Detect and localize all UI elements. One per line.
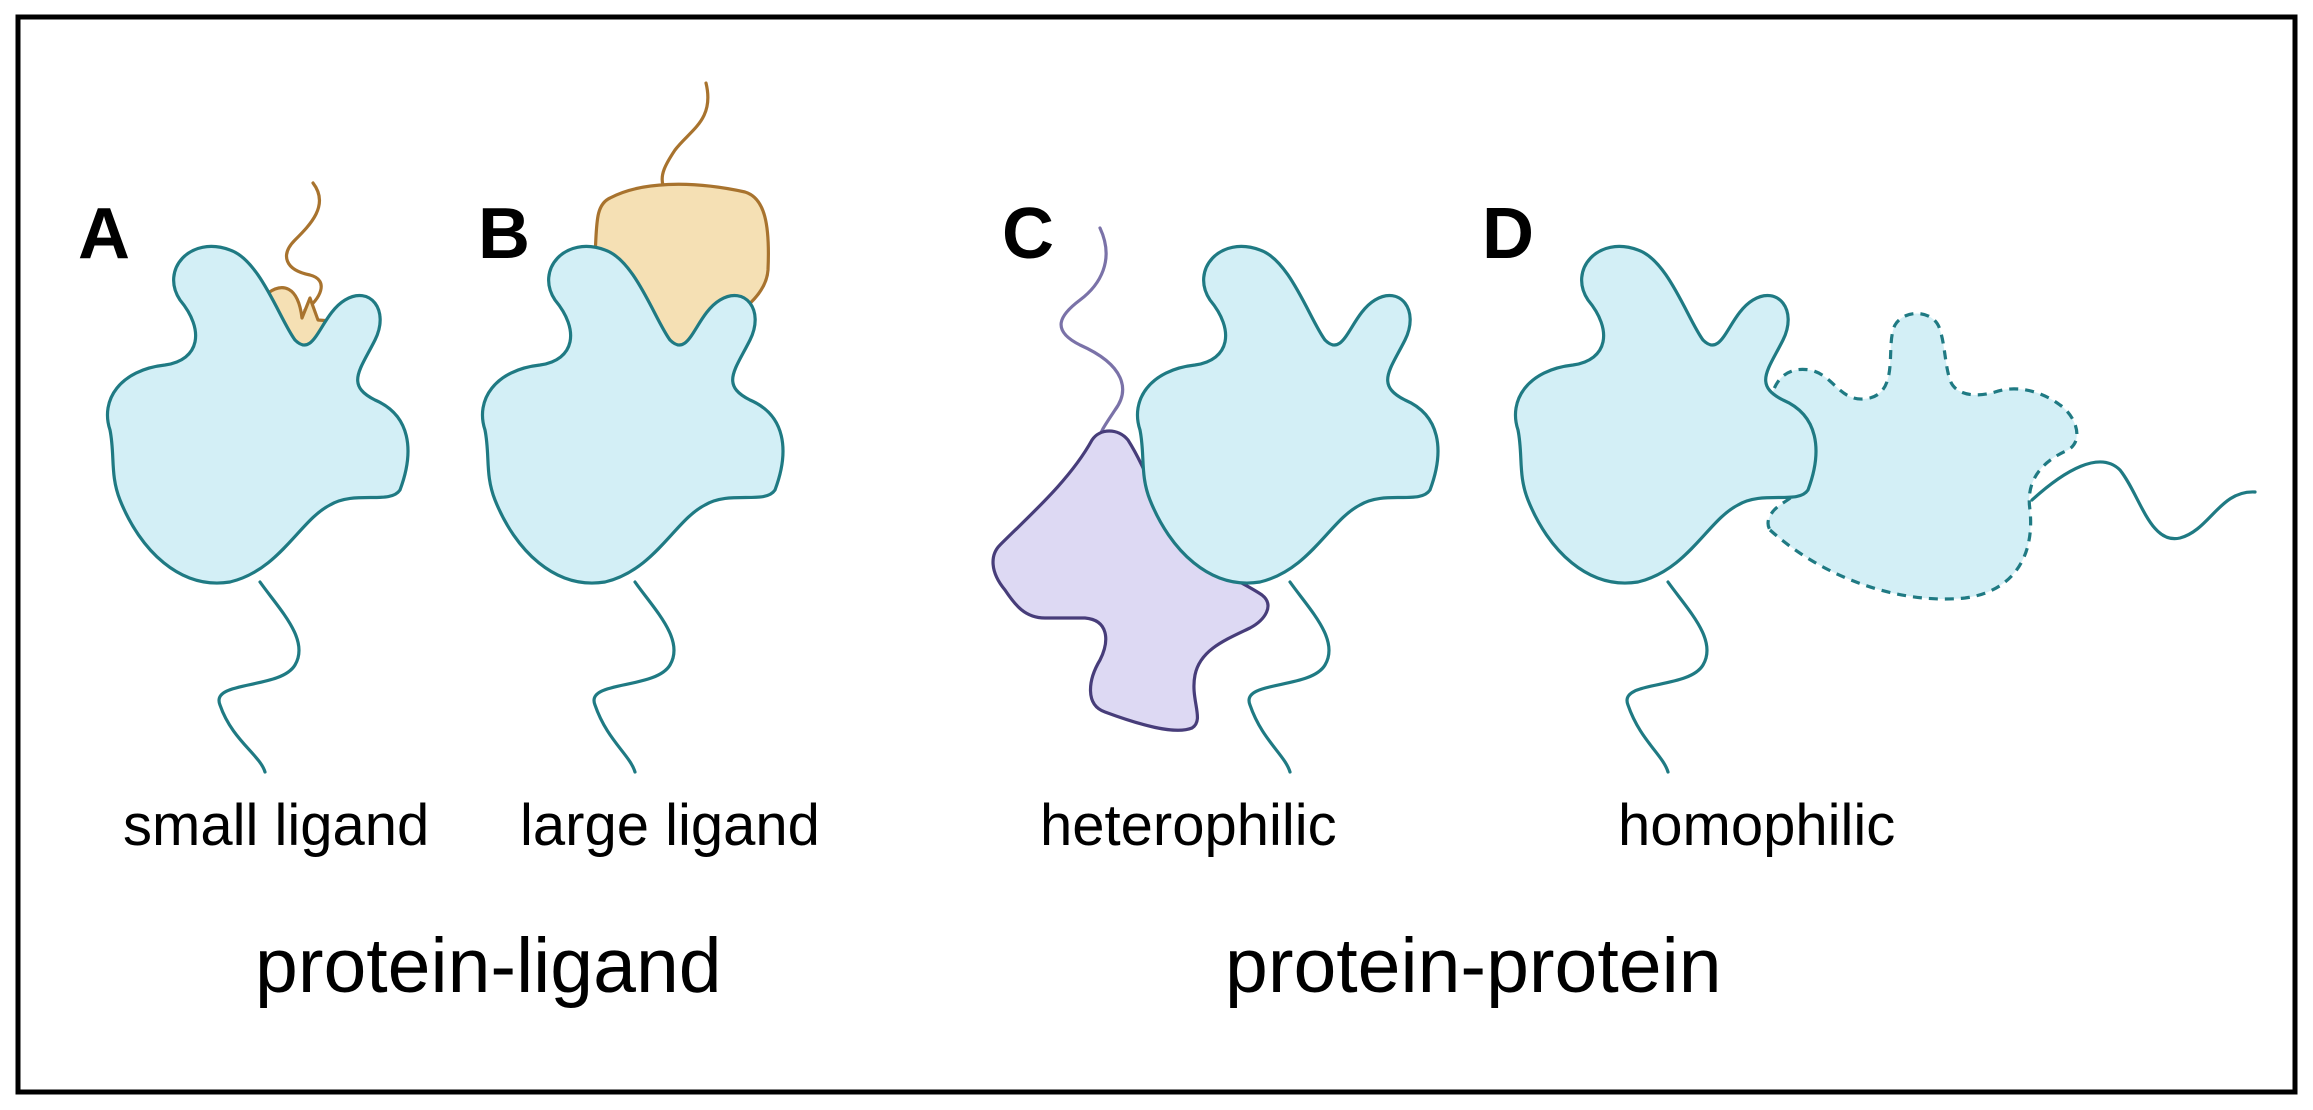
panel-b: B large ligand <box>478 81 820 858</box>
sublabel-c: heterophilic <box>1040 793 1337 858</box>
group-label-protein-ligand: protein-ligand <box>255 923 722 1009</box>
homophilic-partner-tail <box>2030 460 2257 541</box>
panel-letter-b: B <box>478 194 530 274</box>
panel-letter-c: C <box>1002 194 1054 274</box>
panel-d: D homophilic <box>1482 194 2257 858</box>
sublabel-a: small ligand <box>123 793 429 858</box>
panel-c: C heterophilic <box>991 194 1440 858</box>
small-ligand-tail <box>284 181 323 312</box>
panel-letter-a: A <box>78 194 130 274</box>
large-ligand-tail <box>660 81 710 187</box>
receptor-d-tail <box>1625 580 1709 774</box>
sublabel-b: large ligand <box>520 793 820 858</box>
sublabel-d: homophilic <box>1618 793 1895 858</box>
receptor-b-tail <box>592 580 676 774</box>
receptor-a-tail <box>217 580 301 774</box>
partner-protein-tail <box>1059 226 1125 440</box>
group-label-protein-protein: protein-protein <box>1225 923 1722 1009</box>
panel-letter-d: D <box>1482 194 1534 274</box>
receptor-c-tail <box>1247 580 1331 774</box>
panel-a: A small ligand <box>78 181 429 858</box>
